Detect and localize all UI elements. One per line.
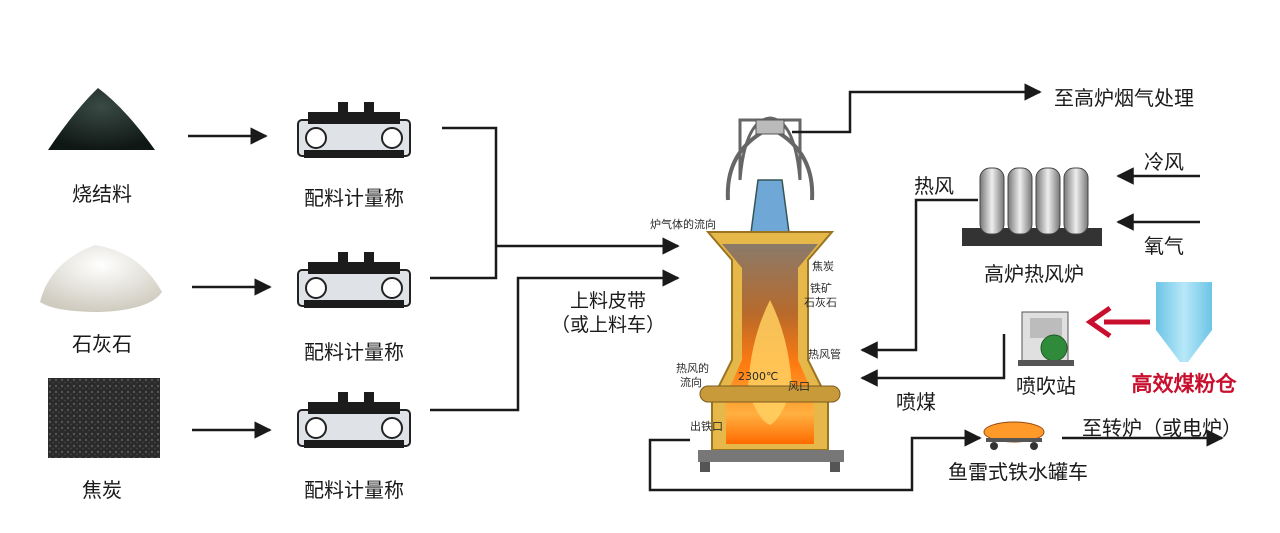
arrow-to-gas-treatment <box>792 83 1042 134</box>
scale-label-2: 配料计量称 <box>304 340 404 364</box>
converter-destination-label: 至转炉（或电炉） <box>1082 416 1242 440</box>
coal-injection-label: 喷煤 <box>896 390 936 414</box>
material-label-limestone: 石灰石 <box>72 332 132 356</box>
conveyor-label-line1: 上料皮带 <box>569 290 647 312</box>
hot-blast-flow-label-line1: 热风的 <box>676 362 709 375</box>
material-label-coke: 焦炭 <box>82 478 122 502</box>
gas-flow-label: 炉气体的流向 <box>650 218 716 231</box>
sinter-pile-icon <box>48 88 155 150</box>
arrow-hot-air <box>860 198 978 359</box>
coke-pile-icon <box>48 378 160 458</box>
weighing-scale-icon-2 <box>297 252 411 308</box>
conveyor-line <box>430 269 680 412</box>
iron-ore-label: 铁矿 <box>810 282 832 295</box>
oxygen-label: 氧气 <box>1144 234 1184 258</box>
cold-air-label: 冷风 <box>1144 150 1184 174</box>
injection-station-label: 喷吹站 <box>1016 374 1076 398</box>
material-label-sinter: 烧结料 <box>72 182 132 206</box>
coal-silo-label: 高效煤粉仓 <box>1131 372 1237 396</box>
torpedo-car-label: 鱼雷式铁水罐车 <box>948 460 1088 484</box>
injection-station-icon <box>1018 311 1074 366</box>
weighing-scale-icon-3 <box>297 392 411 448</box>
scale-label-1: 配料计量称 <box>304 186 404 210</box>
blast-furnace-icon <box>698 116 844 472</box>
hot-blast-pipe-label: 热风管 <box>808 348 841 361</box>
weighing-scale-icon-1 <box>297 102 411 158</box>
arrow-coal-injection <box>860 334 1006 387</box>
hot-stove-icon <box>962 167 1102 246</box>
tuyere-label: 风口 <box>788 380 810 393</box>
limestone-pile-icon <box>40 245 162 312</box>
conveyor-label-line2: （或上料车） <box>550 314 666 336</box>
taphole-label: 出铁口 <box>690 420 723 433</box>
torpedo-car-icon <box>983 421 1045 450</box>
temperature-label: 2300℃ <box>738 370 779 383</box>
arrow-tap-to-torpedo <box>648 429 982 492</box>
scale-label-3: 配料计量称 <box>304 478 404 502</box>
coke-label: 焦炭 <box>812 260 834 273</box>
red-supply-arrow-icon <box>1085 305 1150 339</box>
hot-air-label: 热风 <box>914 174 954 198</box>
coal-silo-icon <box>1156 282 1212 362</box>
scale-merge-line <box>430 126 498 280</box>
limestone-inner-label: 石灰石 <box>804 296 837 309</box>
hot-blast-flow-label-line2: 流向 <box>680 376 702 389</box>
hot-stove-label: 高炉热风炉 <box>984 262 1084 286</box>
gas-treatment-label: 至高炉烟气处理 <box>1054 86 1194 110</box>
